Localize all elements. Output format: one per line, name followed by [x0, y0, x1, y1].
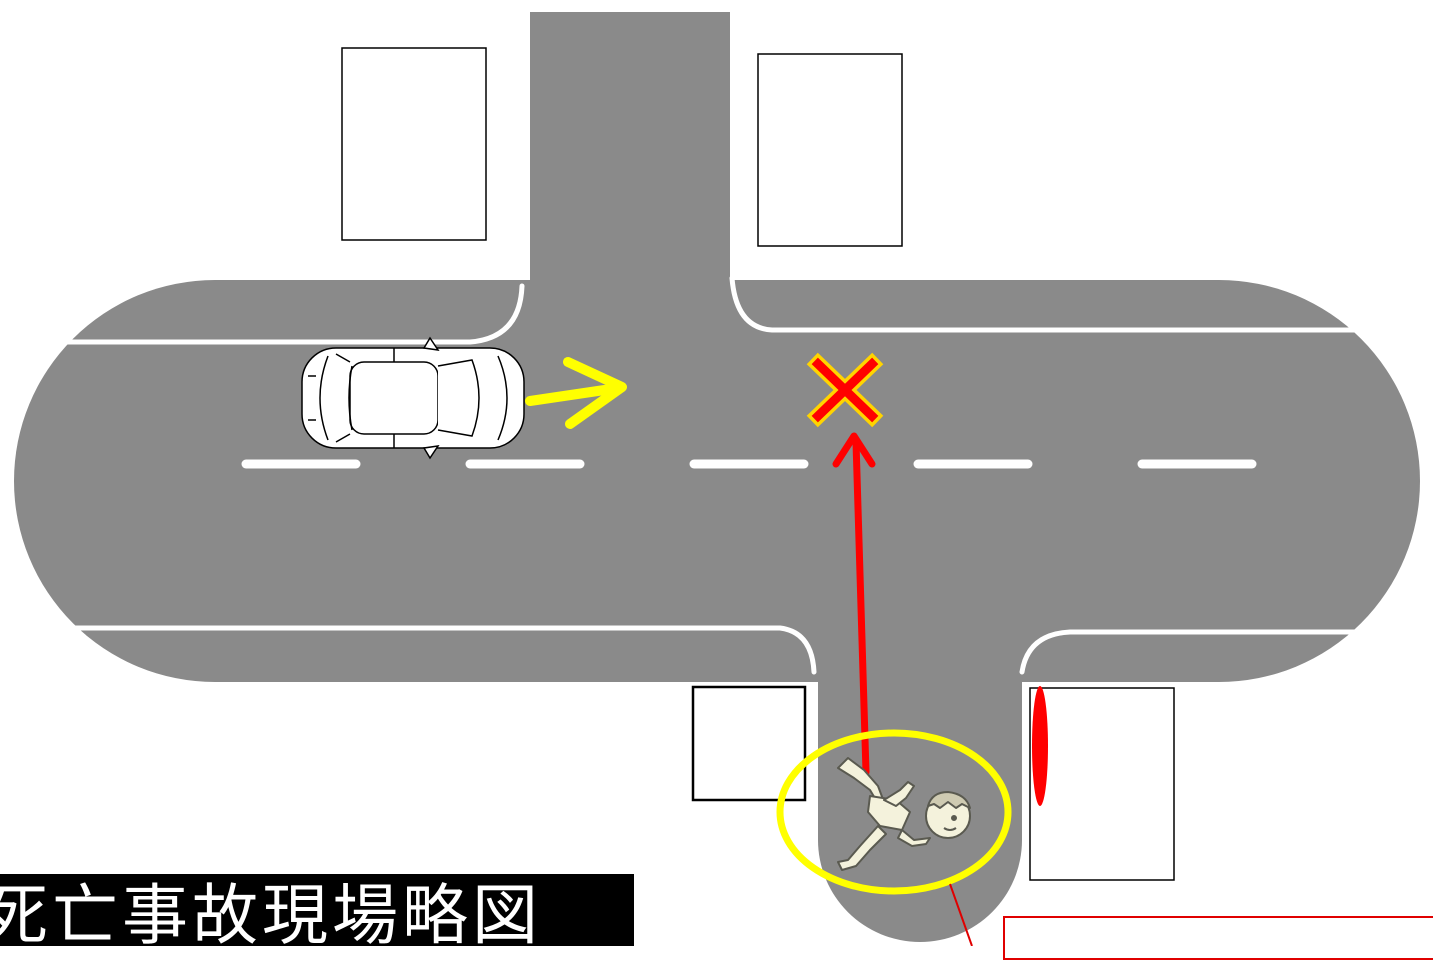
buildings: [341, 47, 1175, 881]
edge-line-lower-right: [1019, 629, 1393, 675]
pedestrian-path-arrow: [832, 432, 876, 776]
impact-x-mark: [806, 352, 884, 428]
blocked-view-marker: [1032, 686, 1048, 806]
diagram-title: 死亡事故現場略図: [0, 877, 542, 946]
callout-box: [1003, 916, 1433, 960]
edge-line-lower-left: [63, 625, 817, 675]
pedestrian-highlight-circle: [776, 729, 1012, 895]
child-running-icon: [837, 757, 971, 871]
title-banner: 死亡事故現場略図: [0, 874, 634, 946]
edge-line-upper-left: [57, 283, 525, 345]
building-north-east: [757, 53, 903, 247]
building-north-west: [341, 47, 487, 241]
south-side-road: [818, 640, 1022, 942]
callout-leader-line: [949, 883, 973, 946]
edge-line-upper-right: [729, 275, 1393, 333]
road-network: [14, 12, 1420, 942]
road-edge-lines: [57, 275, 1393, 675]
car-icon: [301, 336, 525, 460]
building-south-east: [1029, 687, 1175, 881]
car-direction-arrow: [525, 357, 627, 429]
